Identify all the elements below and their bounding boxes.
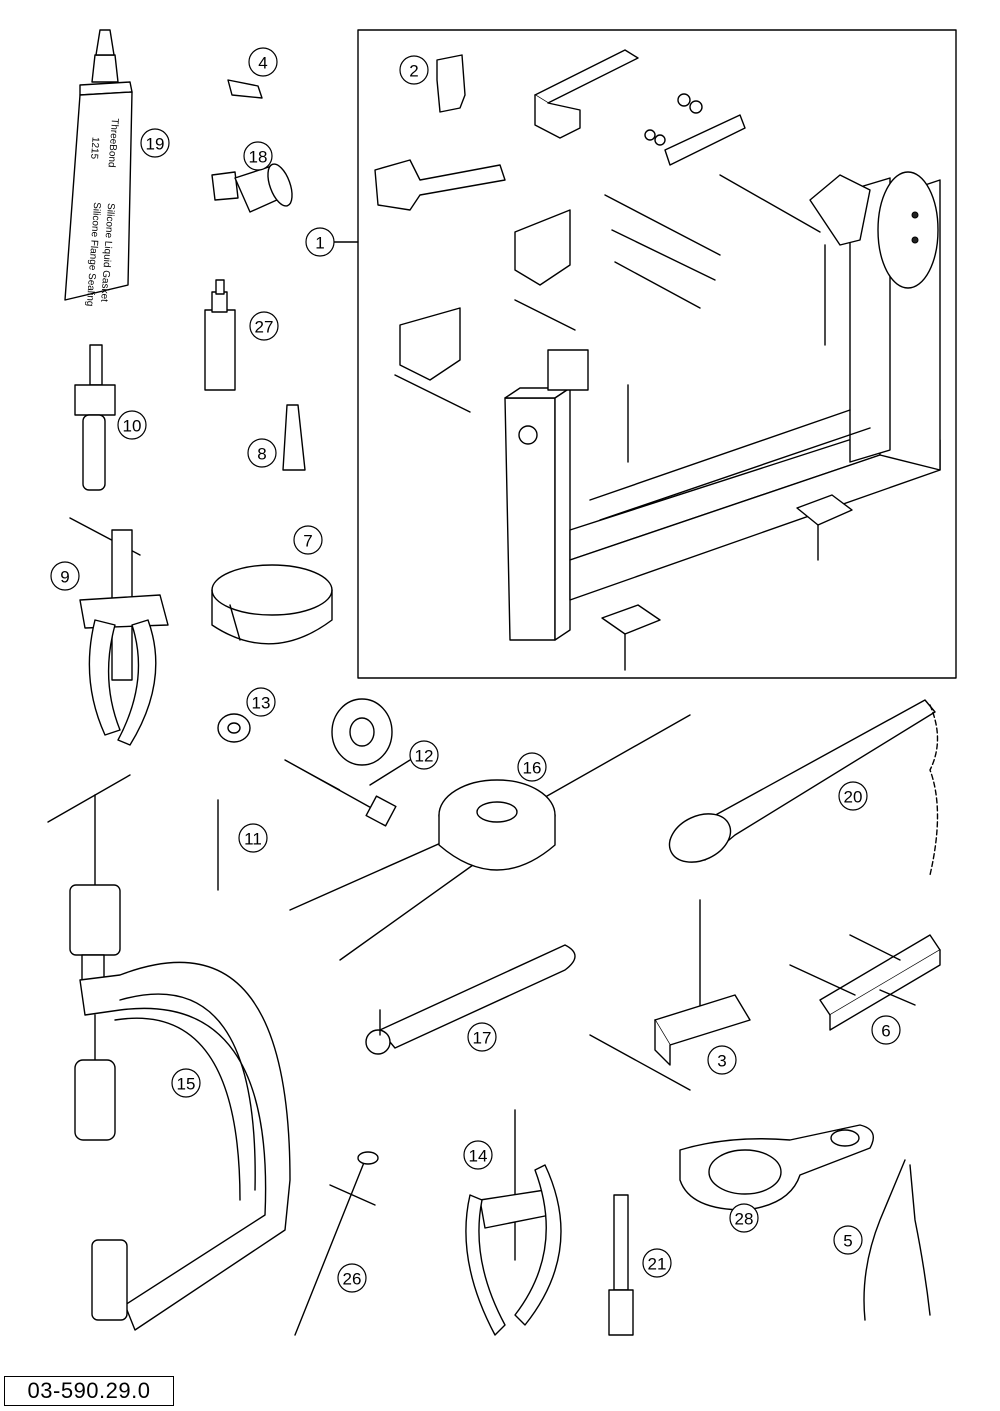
callout-12-label: 12 (415, 747, 434, 766)
bearing-bolt-12 (284, 698, 397, 827)
cone-4 (227, 79, 263, 99)
bottle-27 (204, 279, 236, 391)
callout-6-label: 6 (881, 1022, 890, 1041)
callout-2-label: 2 (409, 62, 418, 81)
callout-14: 14 (463, 1140, 493, 1170)
puller-14 (465, 1109, 562, 1336)
callout-21-label: 21 (648, 1255, 667, 1274)
callout-28: 28 (729, 1203, 759, 1233)
callout-5: 5 (833, 1225, 863, 1255)
document-number: 03-590.29.0 (4, 1376, 174, 1406)
callout-15-label: 15 (177, 1075, 196, 1094)
callout-8: 8 (247, 438, 277, 468)
engine-stand-frame (357, 29, 957, 679)
puller-10 (74, 344, 116, 491)
callout-9-label: 9 (60, 568, 69, 587)
callout-28-label: 28 (735, 1210, 754, 1229)
callout-20: 20 (838, 781, 868, 811)
engine-stand-kit (333, 29, 957, 679)
callout-2: 2 (399, 55, 429, 85)
callout-11-label: 11 (244, 830, 262, 849)
adapter-18 (211, 163, 293, 213)
chain-wrench-20 (668, 699, 939, 876)
callout-14-label: 14 (469, 1147, 488, 1166)
lever-17 (365, 944, 576, 1055)
pin-21 (608, 1194, 634, 1336)
callout-13-label: 13 (252, 694, 271, 713)
callout-8-label: 8 (257, 445, 266, 464)
holder-16 (289, 714, 691, 961)
syringe-26 (294, 1151, 379, 1336)
callout-19: 19 (140, 128, 170, 158)
ring-7 (211, 564, 333, 645)
callout-1: 1 (305, 227, 335, 257)
puller-9 (69, 517, 169, 746)
callout-9: 9 (50, 561, 80, 591)
sealant-tube: ThreeBond 1215 Silicone Liquid Gasket Si… (64, 29, 133, 307)
tube-8 (282, 404, 306, 471)
callout-4-label: 4 (258, 54, 267, 73)
callout-17: 17 (467, 1022, 497, 1052)
callout-7: 7 (293, 525, 323, 555)
callout-17-label: 17 (473, 1029, 492, 1048)
callout-3: 3 (707, 1045, 737, 1075)
callout-1-label: 1 (315, 234, 324, 253)
callout-26-label: 26 (343, 1270, 362, 1289)
callout-3-label: 3 (717, 1052, 726, 1071)
callout-12: 12 (369, 740, 439, 786)
tube-code: 1215 (88, 136, 101, 159)
holding-plate-28 (679, 1124, 874, 1211)
callout-26: 26 (337, 1263, 367, 1293)
callout-10-label: 10 (123, 417, 142, 436)
callout-18-label: 18 (249, 148, 268, 167)
callout-5-label: 5 (843, 1232, 852, 1251)
callout-19-label: 19 (146, 135, 165, 154)
callout-16-label: 16 (523, 759, 542, 778)
tool-3 (589, 899, 751, 1091)
callout-20-label: 20 (844, 788, 863, 807)
pliers-5 (863, 1159, 931, 1321)
callout-4: 4 (248, 47, 278, 77)
callout-13: 13 (246, 687, 276, 717)
callout-27-label: 27 (255, 318, 274, 337)
callout-16: 16 (517, 752, 547, 782)
callout-10: 10 (117, 410, 147, 440)
callout-15: 15 (171, 1068, 201, 1098)
callout-21: 21 (642, 1248, 672, 1278)
callout-6: 6 (871, 1015, 901, 1045)
valve-spring-compressor-15 (47, 774, 291, 1331)
bracket-2 (436, 54, 466, 113)
callout-7-label: 7 (303, 532, 312, 551)
callout-11: 11 (238, 823, 268, 853)
nut-13 (217, 713, 251, 743)
tube-brand: ThreeBond (106, 118, 120, 168)
tool-6 (789, 934, 941, 1031)
callout-18: 18 (243, 141, 273, 171)
callout-27: 27 (249, 311, 279, 341)
